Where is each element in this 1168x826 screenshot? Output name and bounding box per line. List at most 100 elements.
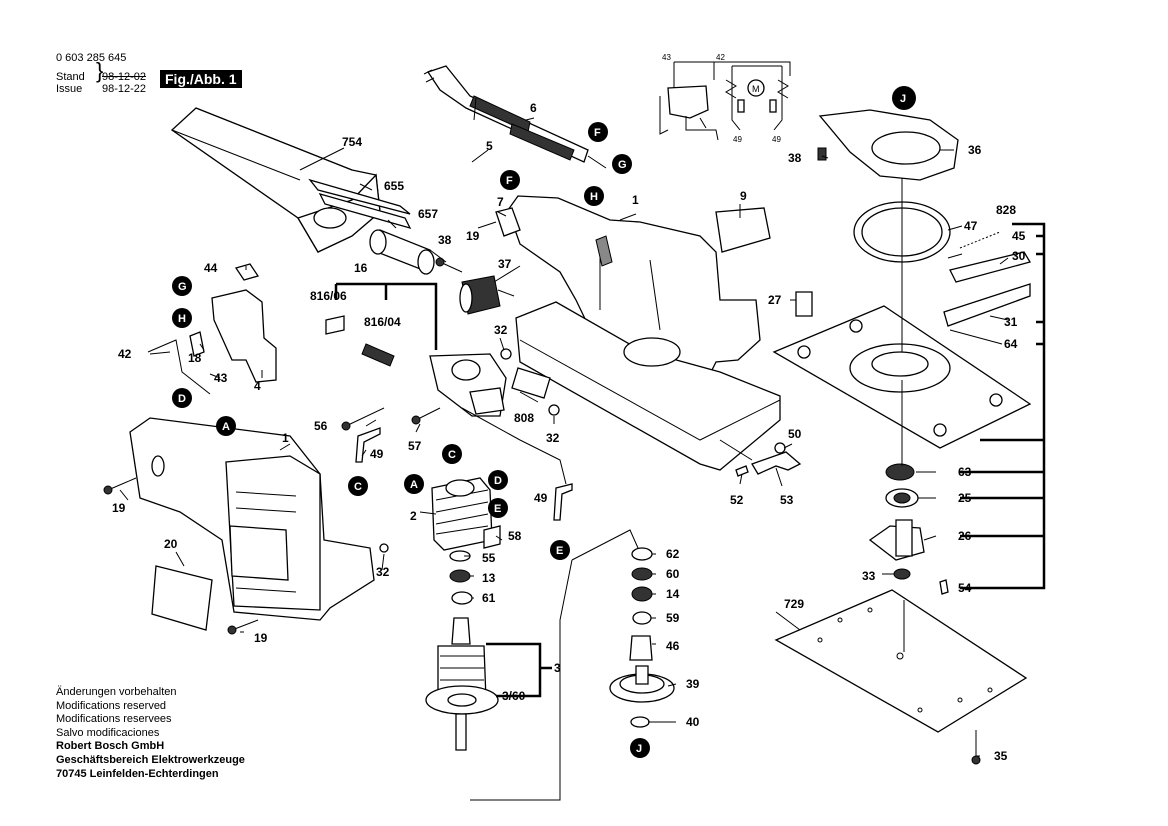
svg-text:E: E [556, 545, 563, 557]
svg-text:A: A [410, 479, 418, 491]
part-label: 43 [214, 371, 228, 385]
svg-text:F: F [506, 175, 513, 187]
pin-54 [939, 579, 949, 595]
part-label: 30 [1012, 249, 1026, 263]
label-plate [715, 207, 771, 253]
screw [971, 755, 981, 765]
armature [425, 617, 499, 751]
part-label: 63 [958, 465, 972, 479]
screw [227, 619, 259, 635]
group-bracket [334, 282, 438, 350]
part-label: 44 [204, 261, 218, 275]
bearing [451, 591, 473, 605]
part-label: 9 [740, 189, 747, 203]
part-label: 4 [254, 379, 261, 393]
part-label: 38 [438, 233, 452, 247]
power-cord [423, 65, 607, 169]
part-label: 36 [968, 143, 982, 157]
part-label: 14 [666, 587, 680, 601]
callout-a: A [404, 474, 424, 494]
part-label: 53 [780, 493, 794, 507]
callout-c: C [348, 476, 368, 496]
part-label: 50 [788, 427, 802, 441]
clip [234, 263, 260, 281]
bracket-58 [483, 525, 501, 549]
part-label: 7 [497, 195, 504, 209]
pinion [629, 635, 653, 661]
part-label: 808 [514, 411, 534, 425]
base-plate [772, 305, 1032, 449]
dust-nozzle [719, 439, 802, 477]
bearing [631, 547, 653, 561]
part-label: 26 [958, 529, 972, 543]
brace-icon: } [96, 58, 104, 83]
part-label: 40 [686, 715, 700, 729]
part-label: 27 [768, 293, 782, 307]
callout-d: D [488, 470, 508, 490]
bearing [631, 586, 653, 602]
schematic-label: 42 [716, 53, 725, 62]
part-label: 64 [1004, 337, 1018, 351]
washer [893, 568, 911, 580]
svg-text:G: G [618, 159, 627, 171]
gear [609, 665, 675, 703]
footer-line: Änderungen vorbehalten [56, 686, 177, 698]
callout-g: G [172, 276, 192, 296]
group-bracket [960, 222, 1046, 590]
screw [817, 147, 827, 161]
schematic-label: 49 [733, 135, 742, 144]
callout-f: F [588, 122, 608, 142]
wiring-schematic: 43 42 49 49 M [659, 53, 791, 144]
part-label: 655 [384, 179, 404, 193]
part-label: 38 [788, 151, 802, 165]
svg-text:J: J [636, 743, 642, 755]
part-label: 5 [486, 139, 493, 153]
callout-h: H [172, 308, 192, 328]
brush-holder [325, 315, 507, 417]
part-label: 729 [784, 597, 804, 611]
spring [959, 231, 1001, 249]
housing-lower [129, 417, 375, 621]
part-label: 657 [418, 207, 438, 221]
part-label: 52 [730, 493, 744, 507]
svg-text:H: H [178, 313, 186, 325]
callout-g: G [612, 154, 632, 174]
svg-text:H: H [590, 191, 598, 203]
washer [500, 348, 512, 360]
svg-text:C: C [354, 481, 362, 493]
eccentric-26 [868, 519, 925, 561]
part-label: 58 [508, 529, 522, 543]
bar-31 [943, 283, 1031, 327]
issue-date: 98-12-22 [102, 83, 147, 95]
sanding-pad [774, 589, 1028, 733]
doc-number: 0 603 285 645 [56, 52, 127, 64]
part-label: 2 [410, 509, 417, 523]
washer [548, 404, 560, 416]
screw [435, 257, 463, 273]
callout-j: J [630, 738, 650, 758]
part-label: 61 [482, 591, 496, 605]
callout-h: H [584, 186, 604, 206]
part-label: 1 [632, 193, 639, 207]
label-plate [511, 367, 551, 399]
callout-j: J [892, 86, 916, 110]
part-label: 45 [1012, 229, 1026, 243]
part-label: 55 [482, 551, 496, 565]
svg-text:F: F [594, 127, 601, 139]
screw [411, 407, 441, 425]
part-label: 47 [964, 219, 978, 233]
part-label: 3 [554, 661, 561, 675]
screw [103, 477, 137, 495]
stand-label: Stand [56, 71, 85, 83]
svg-text:E: E [494, 503, 501, 515]
part-label: 816/06 [310, 289, 347, 303]
part-label: 25 [958, 491, 972, 505]
footer-notes: Änderungen vorbehalten Modifications res… [56, 686, 245, 781]
extraction-tube [308, 178, 435, 275]
part-label: 828 [996, 203, 1016, 217]
footer-division: Geschäftsbereich Elektrowerkzeuge [56, 753, 245, 766]
callout-a: A [216, 416, 236, 436]
svg-text:C: C [448, 449, 456, 461]
part-label: 32 [494, 323, 508, 337]
part-label: 19 [112, 501, 126, 515]
